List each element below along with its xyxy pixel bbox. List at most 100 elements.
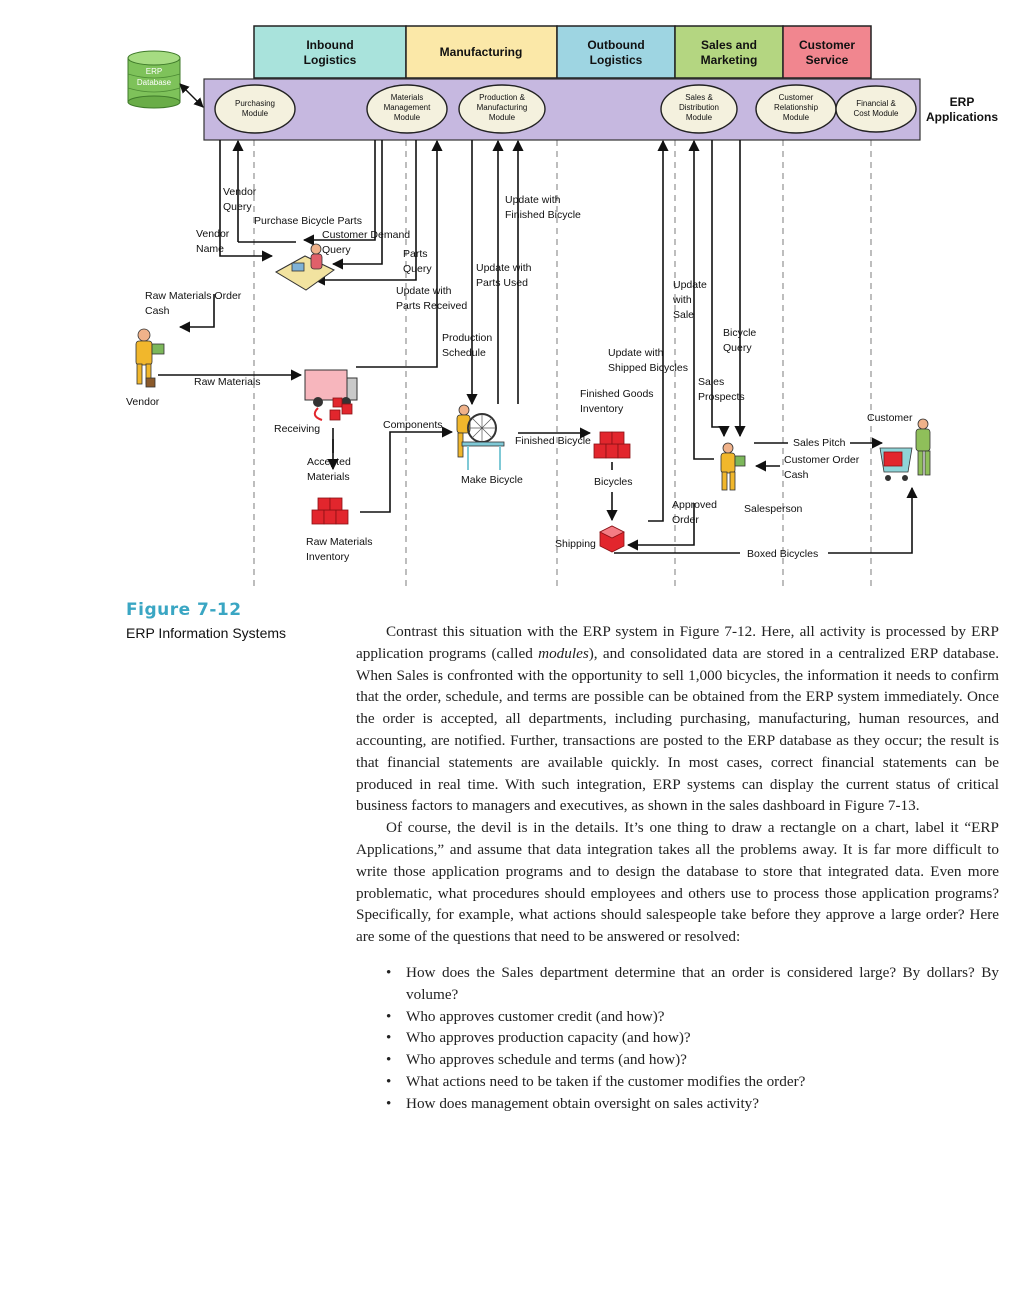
- label-line: Raw Materials Order: [145, 290, 242, 302]
- label-line: Query: [223, 201, 252, 213]
- purchasing-module: [214, 84, 296, 134]
- financial-cost-module: [835, 85, 917, 133]
- salesperson-label: Salesperson: [744, 503, 803, 515]
- label-line: with: [672, 294, 692, 306]
- label-line: Manufacturing: [440, 45, 523, 59]
- label-line: Sales and: [701, 38, 757, 52]
- label-line: Materials: [307, 471, 350, 483]
- label-line: Materials: [391, 93, 423, 102]
- label-line: Customer Order: [784, 454, 860, 466]
- label-line: Bicycles: [594, 476, 633, 488]
- boxed-bicycles-label: Boxed Bicycles: [747, 548, 818, 560]
- label-line: Raw Materials: [306, 536, 373, 548]
- label-line: Update with: [476, 262, 532, 274]
- financial-cost-module-label: Financial &Cost Module: [854, 99, 899, 118]
- list-item: How does the Sales department determine …: [386, 962, 999, 1006]
- label-line: Shipping: [555, 538, 596, 550]
- components-label: Components: [383, 419, 443, 431]
- customer-label: Customer: [867, 412, 913, 424]
- label-line: Module: [242, 109, 269, 118]
- label-line: Update with: [396, 285, 452, 297]
- make-bicycle-label: Make Bicycle: [461, 474, 523, 486]
- label-line: Order: [672, 514, 699, 526]
- list-item: How does management obtain oversight on …: [386, 1093, 999, 1115]
- label-line: Relationship: [774, 103, 819, 112]
- label-line: Vendor: [126, 396, 160, 408]
- label-line: Vendor: [223, 186, 257, 198]
- label-line: Query: [723, 342, 752, 354]
- label-line: Query: [403, 263, 432, 275]
- question-list: How does the Sales department determine …: [356, 962, 999, 1115]
- vendor-label: Vendor: [126, 396, 160, 408]
- label-line: Schedule: [442, 347, 486, 359]
- body-text: Contrast this situation with the ERP sys…: [356, 621, 999, 1115]
- receiving-truck-icon: [304, 369, 358, 421]
- label-line: Customer Demand: [322, 229, 410, 241]
- list-item: Who approves schedule and terms (and how…: [386, 1049, 999, 1071]
- label-line: Customer: [867, 412, 913, 424]
- label-line: Query: [322, 244, 351, 256]
- label-line: Accepted: [307, 456, 351, 468]
- label-line: Inventory: [306, 551, 350, 563]
- shipping-box-icon: [599, 525, 625, 553]
- customer-icon: [879, 418, 931, 481]
- raw-materials-label: Raw Materials: [194, 376, 261, 388]
- label-line: Prospects: [698, 391, 745, 403]
- list-item: Who approves production capacity (and ho…: [386, 1027, 999, 1049]
- list-item: What actions need to be taken if the cus…: [386, 1071, 999, 1093]
- label-line: Finished Bicycle: [505, 209, 581, 221]
- dept-outbound-logistics: [556, 25, 676, 79]
- list-item: Who approves customer credit (and how)?: [386, 1006, 999, 1028]
- label-line: Customer: [779, 93, 814, 102]
- label-line: Components: [383, 419, 443, 431]
- receiving-label: Receiving: [274, 423, 320, 435]
- label-line: Parts: [403, 248, 428, 260]
- label-line: Logistics: [590, 53, 643, 67]
- production-manufacturing-module: [458, 84, 546, 134]
- erp-modules: [214, 84, 917, 134]
- label-line: Module: [394, 113, 421, 122]
- label-line: Logistics: [304, 53, 357, 67]
- data-flow-lines: [158, 139, 918, 554]
- label-line: Make Bicycle: [461, 474, 523, 486]
- label-line: Production &: [479, 93, 525, 102]
- label-line: Inbound: [306, 38, 353, 52]
- label-line: Parts Used: [476, 277, 528, 289]
- purchase-bicycle-parts-label: Purchase Bicycle Parts: [254, 215, 362, 227]
- salesperson-icon: [720, 442, 746, 491]
- label-line: Boxed Bicycles: [747, 548, 818, 560]
- label-line: Vendor: [196, 228, 230, 240]
- label-line: Update with: [608, 347, 664, 359]
- label-line: Sales &: [685, 93, 713, 102]
- label-line: Update: [673, 279, 707, 291]
- shipping-label: Shipping: [555, 538, 596, 550]
- finished-bicycle-label: Finished Bicycle: [515, 435, 591, 447]
- label-line: Marketing: [701, 53, 758, 67]
- label-line: Module: [783, 113, 810, 122]
- label-line: Finished Bicycle: [515, 435, 591, 447]
- purchasing-clerk-icon: [274, 243, 335, 291]
- label-line: Raw Materials: [194, 376, 261, 388]
- department-dividers: [253, 140, 872, 588]
- dept-sales-marketing: [674, 25, 784, 79]
